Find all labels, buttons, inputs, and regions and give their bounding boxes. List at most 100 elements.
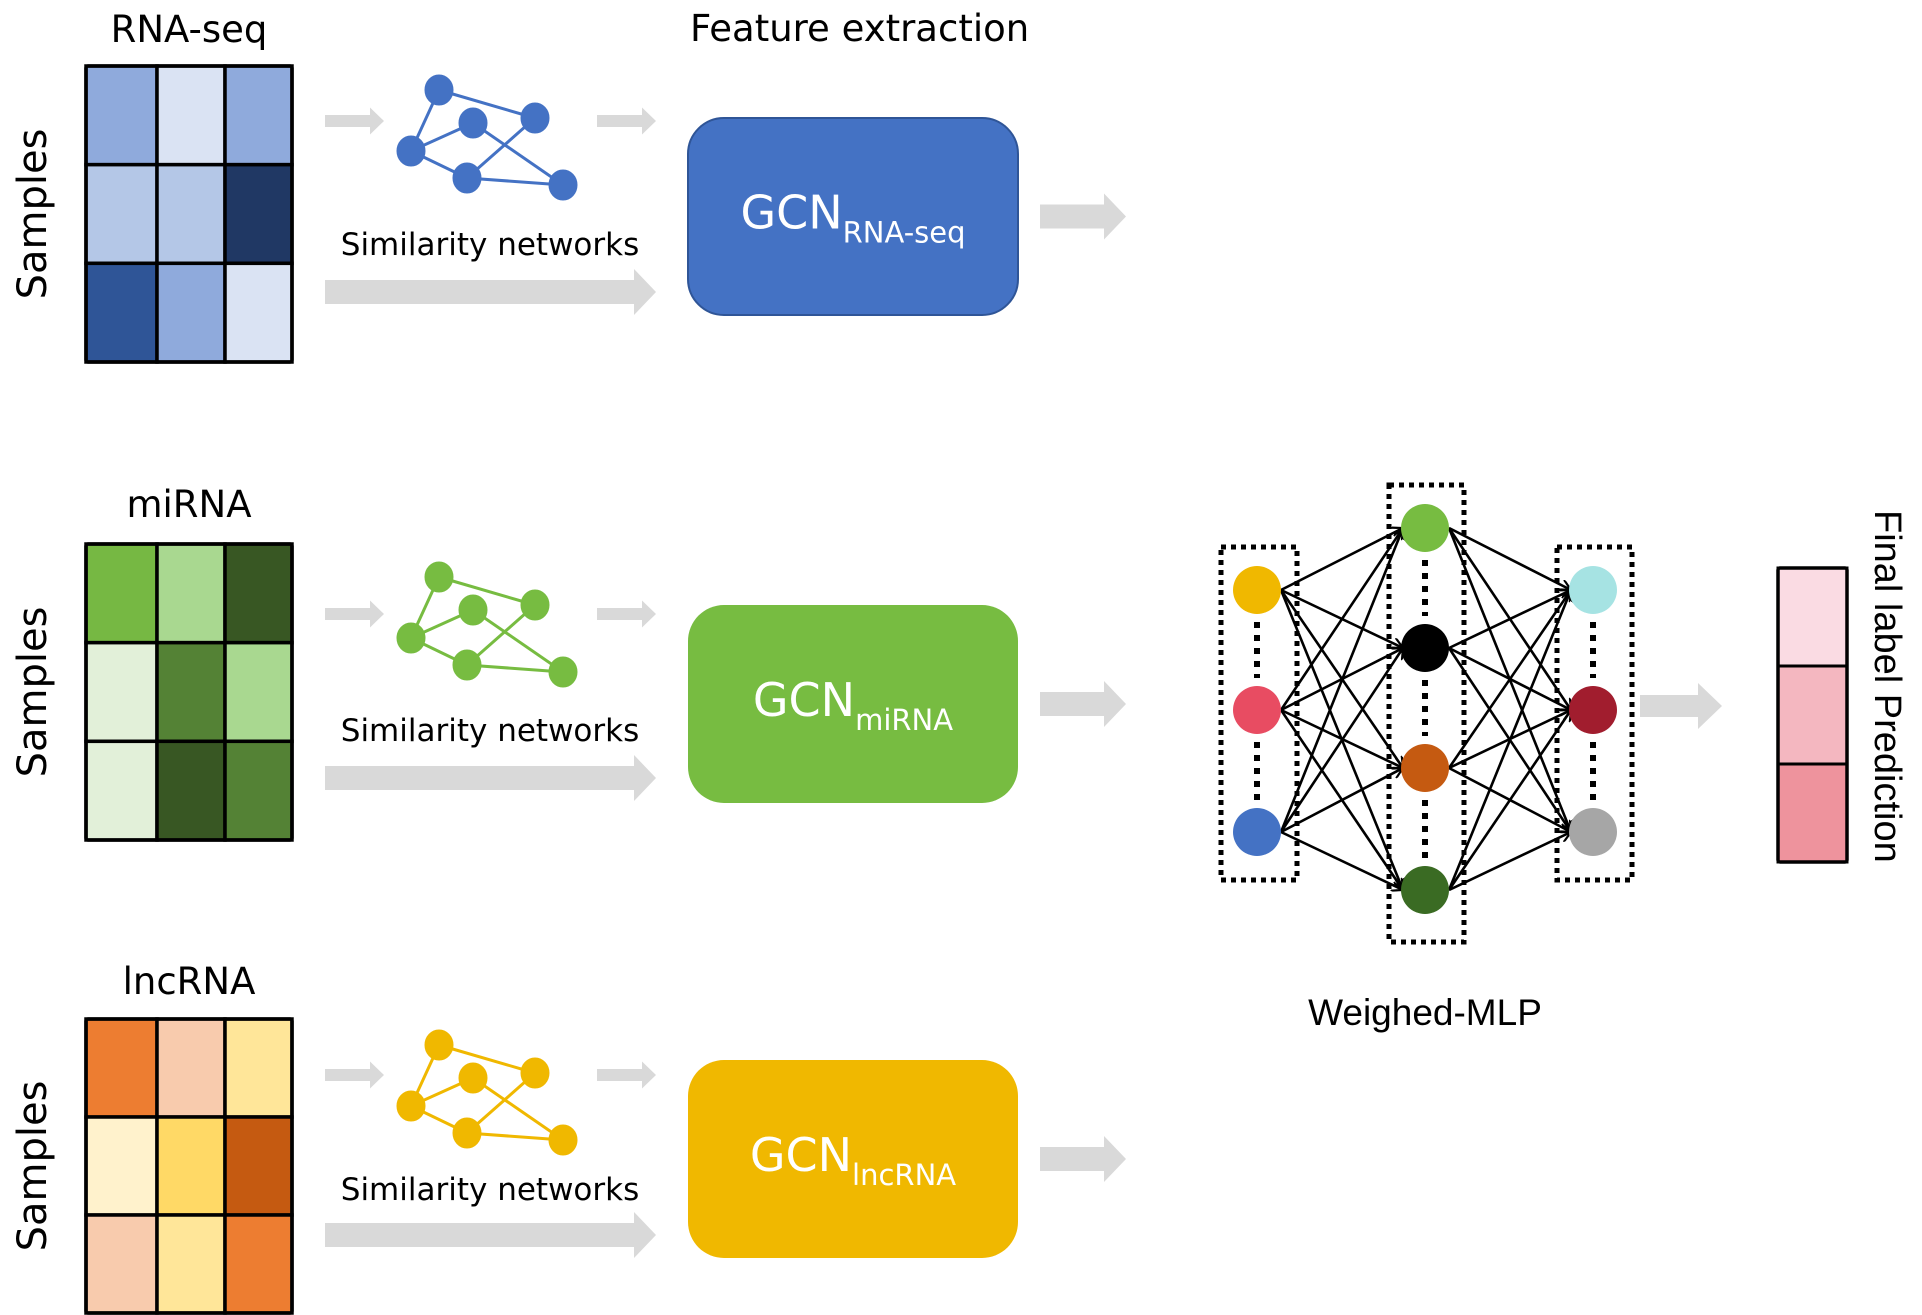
samples-axis-label: Samples bbox=[10, 129, 56, 300]
mlp-output-node bbox=[1569, 566, 1617, 614]
similarity-network-icon bbox=[396, 561, 578, 688]
features-to-gcn-arrow bbox=[325, 755, 656, 801]
heatmap-cell bbox=[223, 1115, 294, 1217]
prediction-cell bbox=[1776, 566, 1849, 668]
mlp-input-node bbox=[1233, 808, 1281, 856]
mlp-input-node bbox=[1233, 686, 1281, 734]
heatmap-cell bbox=[223, 640, 294, 744]
heatmap-cell bbox=[84, 261, 159, 364]
heatmap-cell bbox=[223, 162, 294, 266]
mlp-connection bbox=[1280, 528, 1403, 592]
network-edge bbox=[438, 575, 536, 607]
mlp-hidden-node bbox=[1401, 504, 1449, 552]
network-node bbox=[452, 162, 482, 194]
network-node bbox=[452, 1117, 482, 1149]
network-edge bbox=[466, 1131, 564, 1142]
heatmap-cell bbox=[155, 1017, 227, 1119]
heatmap-cell bbox=[84, 542, 159, 645]
omics-label: RNA-seq bbox=[111, 8, 268, 51]
gcn-label-subscript: miRNA bbox=[855, 703, 953, 737]
network-node bbox=[424, 74, 454, 106]
gcn-block-rna-seq: GCNRNA-seq bbox=[687, 117, 1019, 316]
network-node bbox=[452, 649, 482, 681]
output-layer-box bbox=[1554, 544, 1635, 883]
mlp-hidden-node bbox=[1401, 624, 1449, 672]
gcn-label-main: GCN bbox=[753, 673, 855, 727]
heatmap-cell bbox=[84, 1017, 159, 1119]
heatmap-border bbox=[84, 1017, 294, 1315]
network-edge bbox=[438, 88, 536, 120]
samples-axis-label: Samples bbox=[10, 1081, 56, 1252]
mlp-connection bbox=[1448, 590, 1571, 650]
hidden-layer-box bbox=[1386, 482, 1467, 945]
network-node bbox=[396, 1090, 426, 1122]
network-node bbox=[520, 589, 550, 621]
heatmap-cell bbox=[155, 640, 227, 744]
mlp-input-node bbox=[1233, 566, 1281, 614]
gcn-label: GCNlncRNA bbox=[750, 1128, 956, 1192]
network-edge bbox=[466, 1071, 536, 1135]
mlp-connection bbox=[1280, 768, 1403, 834]
gcn-label: GCNmiRNA bbox=[753, 673, 953, 737]
network-node bbox=[548, 169, 578, 201]
network-node bbox=[458, 594, 488, 626]
network-edge bbox=[466, 603, 536, 667]
heatmap-cell bbox=[155, 64, 227, 167]
heatmap bbox=[84, 542, 294, 842]
feature-extraction-title: Feature extraction bbox=[690, 7, 1029, 50]
heatmap-cell bbox=[155, 542, 227, 645]
omics-label: lncRNA bbox=[123, 960, 256, 1003]
mlp-connection bbox=[1447, 590, 1571, 891]
final-label-prediction-title: Final label Prediction bbox=[1866, 510, 1908, 863]
gcn-label-subscript: lncRNA bbox=[852, 1158, 956, 1192]
gcn-to-mlp-arrow bbox=[1040, 193, 1126, 240]
gcn-label-main: GCN bbox=[750, 1128, 852, 1182]
heatmap-cell bbox=[84, 1115, 159, 1217]
network-node bbox=[548, 1124, 578, 1156]
heatmap bbox=[84, 64, 294, 364]
gcn-to-mlp-arrow bbox=[1040, 681, 1126, 727]
network-edge bbox=[472, 121, 564, 187]
heatmap-cell bbox=[223, 1213, 294, 1315]
network-node bbox=[424, 1029, 454, 1061]
to-network-arrow bbox=[325, 600, 384, 628]
network-node bbox=[458, 107, 488, 139]
gcn-box bbox=[688, 1060, 1018, 1258]
prediction-cell bbox=[1776, 664, 1849, 766]
mlp-hidden-node bbox=[1401, 866, 1449, 914]
network-edge bbox=[472, 608, 564, 674]
network-edge bbox=[466, 116, 536, 180]
mlp-output-node bbox=[1569, 808, 1617, 856]
network-node bbox=[520, 102, 550, 134]
heatmap-cell bbox=[223, 739, 294, 842]
heatmap-cell bbox=[223, 542, 294, 645]
mlp-to-prediction-arrow bbox=[1640, 683, 1722, 729]
network-edge bbox=[438, 1043, 536, 1075]
gcn-label-main: GCN bbox=[740, 186, 842, 240]
features-to-gcn-arrow bbox=[325, 269, 656, 315]
heatmap-border bbox=[84, 64, 294, 364]
network-node bbox=[396, 135, 426, 167]
similarity-networks-label: Similarity networks bbox=[341, 227, 639, 263]
similarity-networks-label: Similarity networks bbox=[341, 1172, 639, 1208]
mlp-connection bbox=[1447, 590, 1571, 769]
weighed-mlp: Weighed-MLP bbox=[1218, 482, 1635, 1033]
gcn-block-mirna: GCNmiRNA bbox=[688, 605, 1018, 803]
gcn-box bbox=[687, 117, 1019, 316]
similarity-network-icon bbox=[396, 74, 578, 201]
mlp-connection bbox=[1280, 830, 1403, 890]
gcn-label: GCNRNA-seq bbox=[740, 186, 965, 250]
network-to-gcn-arrow bbox=[597, 600, 656, 628]
gcn-box bbox=[688, 605, 1018, 803]
mlp-connection bbox=[1279, 648, 1403, 833]
to-network-arrow bbox=[325, 1061, 384, 1089]
input-layer-box bbox=[1218, 544, 1300, 883]
network-to-gcn-arrow bbox=[597, 1061, 656, 1089]
features-to-gcn-arrow bbox=[325, 1212, 656, 1258]
mlp-connection bbox=[1448, 832, 1571, 892]
network-edge bbox=[472, 1076, 564, 1142]
network-edge bbox=[466, 663, 564, 674]
